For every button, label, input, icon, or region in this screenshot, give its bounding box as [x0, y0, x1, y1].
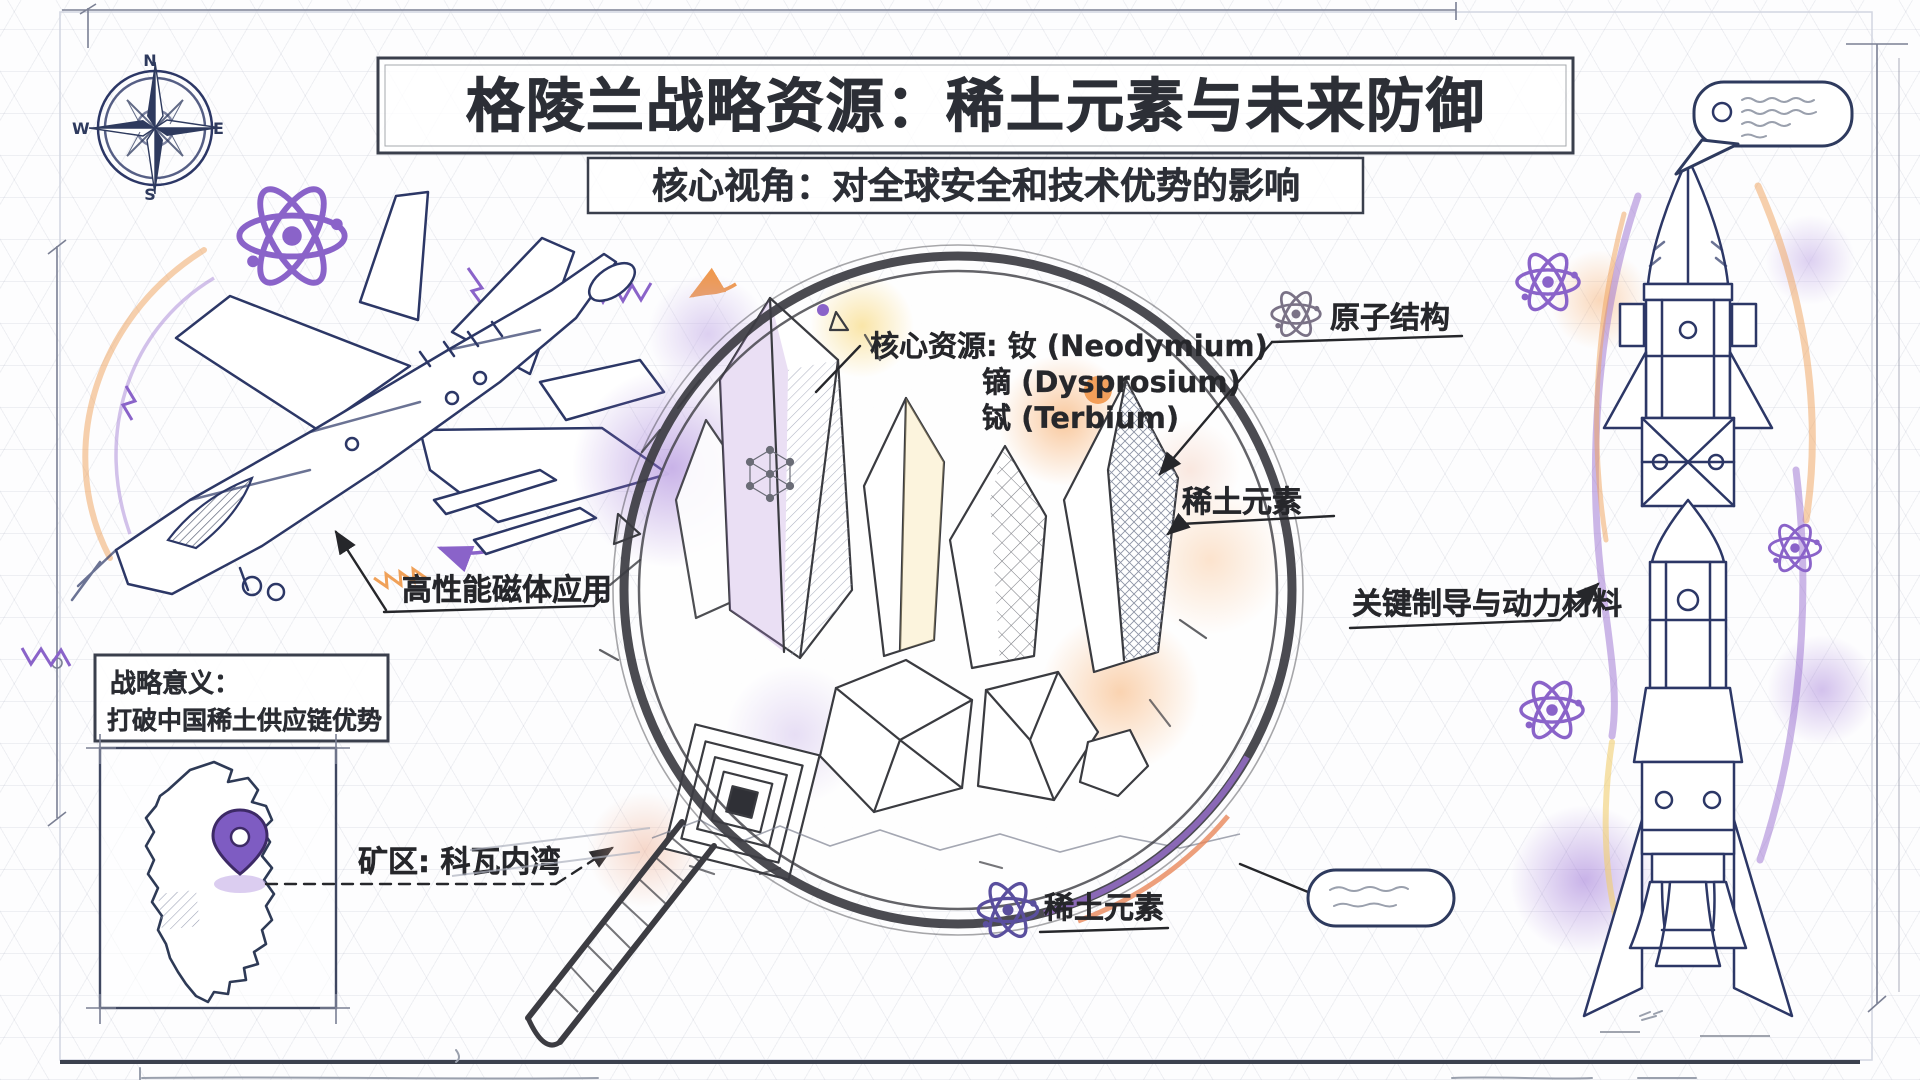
- rare-earth-label-right: 稀土元素: [1166, 485, 1336, 536]
- atomic-structure-text: 原子结构: [1330, 301, 1450, 336]
- magnifier: [451, 244, 1304, 1048]
- rim-purple-accent: [1043, 755, 1250, 916]
- title-box: [376, 56, 1575, 155]
- orange-zigzag: [373, 565, 427, 591]
- callout-pill: [1238, 862, 1456, 928]
- atomic-structure-label: 原子结构: [1158, 286, 1464, 476]
- magnet-application-label: 高性能磁体应用: [334, 529, 612, 614]
- lattice-motif: [745, 445, 795, 503]
- purple-zigzag: [592, 280, 653, 306]
- purple-scribbles: [20, 385, 138, 668]
- atom-structure-icon: [1270, 286, 1322, 342]
- core-resources-line3: 铽 (Terbium): [982, 401, 1179, 435]
- compass-w: W: [72, 119, 90, 138]
- strategy-box: 战略意义： 打破中国稀土供应链优势: [93, 653, 390, 743]
- frame-scribble: [455, 1010, 1663, 1063]
- core-resources-label: 核心资源: 钕 (Neodymium) 镝 (Dysprosium) 铽 (Te…: [814, 329, 1268, 435]
- compass-rose: N E S W: [72, 51, 224, 204]
- compass-e: E: [213, 119, 224, 138]
- bubble-scribble-text: [1741, 97, 1817, 139]
- rare-earth-right-text: 稀土元素: [1182, 485, 1302, 520]
- spiral-crystal: [663, 723, 821, 881]
- pin-shadow: [214, 875, 266, 893]
- materials-label: 关键制导与动力材料: [1348, 582, 1622, 630]
- page-title: 格陵兰战略资源：稀土元素与未来防御: [466, 72, 1486, 140]
- atom-icon: [1519, 675, 1585, 745]
- location-pin-icon: [211, 808, 269, 876]
- strategy-heading: 战略意义：: [110, 668, 240, 699]
- speech-bubble-tail: [1674, 138, 1740, 176]
- rim-orange-accent: [1077, 814, 1230, 924]
- compass-star: [88, 61, 222, 195]
- lens-rim: [619, 251, 1297, 929]
- core-resources-line1: 核心资源: 钕 (Neodymium): [870, 329, 1268, 363]
- rare-earth-label-bottom: 稀土元素: [976, 876, 1170, 944]
- rare-earth-bottom-text: 稀土元素: [1044, 891, 1164, 926]
- strategy-body: 打破中国稀土供应链优势: [107, 706, 382, 735]
- compass-s: S: [144, 185, 156, 204]
- pill-scribble-text: [1329, 886, 1409, 908]
- subtitle-box: [586, 156, 1365, 215]
- compass-n: N: [143, 51, 156, 70]
- rocket-sketch: [1582, 156, 1794, 1037]
- rocket-section: 关键制导与动力材料: [1348, 156, 1877, 1037]
- hatched-region: [158, 890, 200, 930]
- bubble-glyph: [1711, 101, 1733, 123]
- materials-text: 关键制导与动力材料: [1352, 587, 1622, 622]
- core-resources-line2: 镝 (Dysprosium): [982, 365, 1241, 399]
- greenland-map: [86, 734, 350, 1024]
- speech-bubble: [1674, 80, 1854, 176]
- atom-icon: [239, 180, 344, 292]
- fighter-jet-sketch: [70, 190, 670, 602]
- page-subtitle: 核心视角：对全球安全和技术优势的影响: [652, 165, 1300, 207]
- atom-icon: [1767, 519, 1823, 577]
- purple-swoosh: [114, 276, 215, 535]
- frame-border: [47, 2, 1908, 1080]
- header: 格陵兰战略资源：稀土元素与未来防御 核心视角：对全球安全和技术优势的影响: [376, 56, 1575, 215]
- orange-swoosh: [82, 247, 207, 561]
- magnet-application-text: 高性能磁体应用: [402, 573, 612, 608]
- magnifier-handle: [451, 819, 717, 1048]
